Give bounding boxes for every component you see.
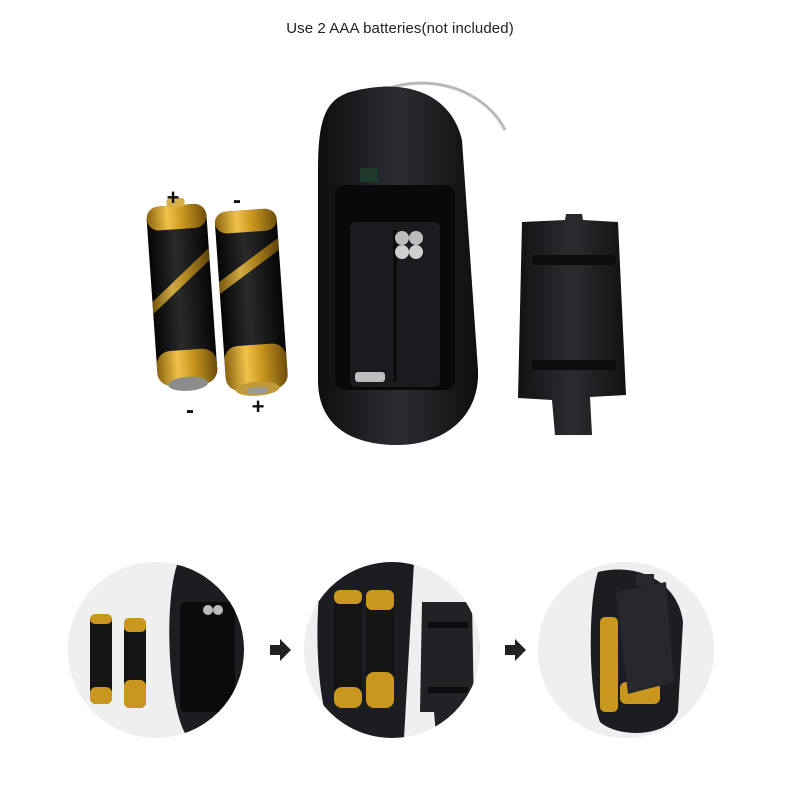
battery-cover <box>518 214 626 435</box>
battery-right <box>214 208 288 396</box>
remote-cable <box>375 81 507 131</box>
battery-left <box>146 197 218 391</box>
step-1-illustration <box>68 562 244 738</box>
step-2-circle <box>304 562 480 738</box>
step-3-illustration <box>538 562 714 738</box>
left-battery-bottom-sign: - <box>186 397 194 424</box>
arrow-right-icon <box>505 639 526 661</box>
step-2-illustration <box>304 562 480 738</box>
arrow-right-icon <box>270 639 291 661</box>
main-product-scene: + - - + <box>146 81 626 445</box>
right-battery-top-sign: - <box>233 187 241 214</box>
step-3-circle <box>538 562 714 738</box>
left-battery-top-sign: + <box>167 185 180 210</box>
remote-body <box>318 86 479 445</box>
step-1-circle <box>68 562 244 738</box>
caption-text: Use 2 AAA batteries(not included) <box>286 20 514 37</box>
right-battery-bottom-sign: + <box>252 394 265 419</box>
